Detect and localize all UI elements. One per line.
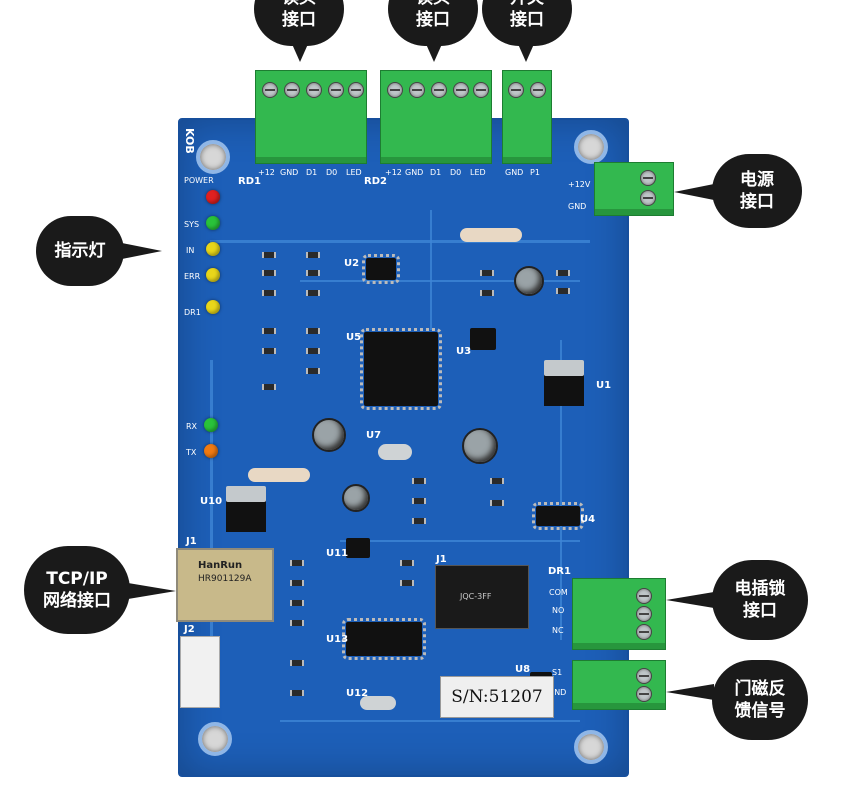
door-terminal — [572, 660, 666, 710]
u10-regulator — [226, 486, 266, 532]
callout-led: 指示灯 — [36, 216, 124, 286]
power-pin: +12V — [568, 180, 591, 189]
tx-led — [204, 444, 218, 458]
mounting-hole — [574, 130, 608, 164]
serial-sticker: S/N:51207 — [440, 676, 554, 718]
rx-led — [204, 418, 218, 432]
u2-chip — [362, 254, 400, 284]
in-led — [206, 242, 220, 256]
u3-chip — [470, 328, 496, 350]
led-label: DR1 — [184, 308, 201, 317]
reader1-pin: D0 — [326, 168, 338, 177]
reader2-pin: D0 — [450, 168, 462, 177]
power-terminal — [594, 162, 674, 216]
reader1-pin: D1 — [306, 168, 318, 177]
u13-chip — [342, 618, 426, 660]
resistor — [460, 228, 522, 242]
rd2-label: RD2 — [364, 176, 387, 187]
power-pin: GND — [568, 202, 587, 211]
crystal — [378, 444, 412, 460]
u5-mcu — [360, 328, 442, 410]
led-label: RX — [186, 422, 198, 431]
led-label: SYS — [184, 220, 200, 229]
lock-pin: COM — [549, 588, 568, 597]
electrolytic-capacitor — [312, 418, 346, 452]
led-label: ERR — [184, 272, 201, 281]
reader1-pin: GND — [280, 168, 299, 177]
door-pin: GND — [548, 688, 567, 697]
electrolytic-capacitor — [514, 266, 544, 296]
mounting-hole — [196, 140, 230, 174]
led-label: IN — [186, 246, 195, 255]
reader2-pin: LED — [470, 168, 486, 177]
mounting-hole — [574, 730, 608, 764]
lock-pin: NC — [552, 626, 564, 635]
callout-power: 电源接口 — [712, 154, 802, 228]
mounting-hole — [198, 722, 232, 756]
pin-header — [180, 636, 220, 708]
crystal — [360, 696, 396, 710]
u11-chip — [346, 538, 370, 558]
sys-led — [206, 216, 220, 230]
callout-reader1: 读头接口 — [254, 0, 344, 46]
reader2-pin: +12 — [385, 168, 402, 177]
callout-lock: 电插锁接口 — [712, 560, 808, 640]
switch-pin: GND — [505, 168, 524, 177]
door-pin: S1 — [552, 668, 563, 677]
rj45-port: HanRun HR901129A — [176, 548, 274, 622]
reader1-pin: +12 — [258, 168, 275, 177]
dr1-led — [206, 300, 220, 314]
led-label: TX — [186, 448, 197, 457]
reader2-pin: D1 — [430, 168, 442, 177]
rd1-label: RD1 — [238, 176, 261, 187]
u1-regulator — [544, 360, 584, 406]
callout-switch: 开关接口 — [482, 0, 572, 46]
u4-chip — [532, 502, 584, 530]
lock-pin: NO — [552, 606, 565, 615]
reader2-pin: GND — [405, 168, 424, 177]
switch-pin: P1 — [530, 168, 540, 177]
power-led — [206, 190, 220, 204]
electrolytic-capacitor — [342, 484, 370, 512]
callout-door: 门磁反馈信号 — [712, 660, 808, 740]
led-label: POWER — [184, 176, 214, 185]
dr1-label: DR1 — [548, 566, 571, 577]
brand-label: KOB — [183, 128, 196, 154]
electrolytic-capacitor — [462, 428, 498, 464]
resistor — [248, 468, 310, 482]
callout-reader2: 读头接口 — [388, 0, 478, 46]
reader1-pin: LED — [346, 168, 362, 177]
relay: JQC-3FF — [435, 565, 529, 629]
err-led — [206, 268, 220, 282]
